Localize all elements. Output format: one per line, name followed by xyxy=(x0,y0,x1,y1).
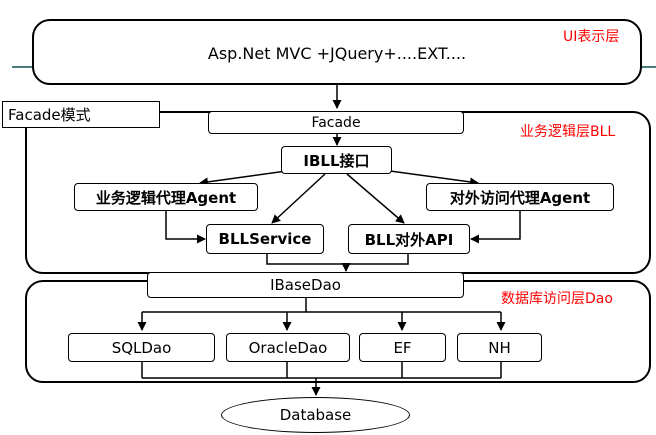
ui-layer-title: UI表示层 xyxy=(563,29,620,45)
sqldao-node: SQLDao xyxy=(68,333,215,362)
facade-node: Facade xyxy=(208,111,464,134)
arrow-ibll-bllapi xyxy=(346,173,405,224)
facade-pattern-label: Facade模式 xyxy=(2,101,160,128)
nh-node: NH xyxy=(457,333,542,362)
merge-bll-to-dao xyxy=(266,254,409,265)
ibll-interface-node: IBLL接口 xyxy=(281,146,392,174)
ui-layer xyxy=(32,19,642,85)
bllservice-node: BLLService xyxy=(206,224,324,254)
database-node: Database xyxy=(221,397,410,433)
ibasedao-node: IBaseDao xyxy=(147,272,464,298)
external-agent-node: 对外访问代理Agent xyxy=(426,183,614,211)
bll-agent-node: 业务逻辑代理Agent xyxy=(74,183,258,211)
dao-layer-title: 数据库访问层Dao xyxy=(501,291,613,307)
arrow-agent-bll-bllservice xyxy=(165,211,206,244)
ui-layer-content: Asp.Net MVC +JQuery+....EXT.... xyxy=(207,44,467,63)
bll-layer-title: 业务逻辑层BLL xyxy=(520,124,616,140)
oracledao-node: OracleDao xyxy=(226,333,350,362)
ef-node: EF xyxy=(359,333,446,362)
bll-api-node: BLL对外API xyxy=(348,224,470,254)
arrow-agent-external-bllapi xyxy=(470,211,521,244)
arrow-ibll-bllservice xyxy=(271,173,326,224)
